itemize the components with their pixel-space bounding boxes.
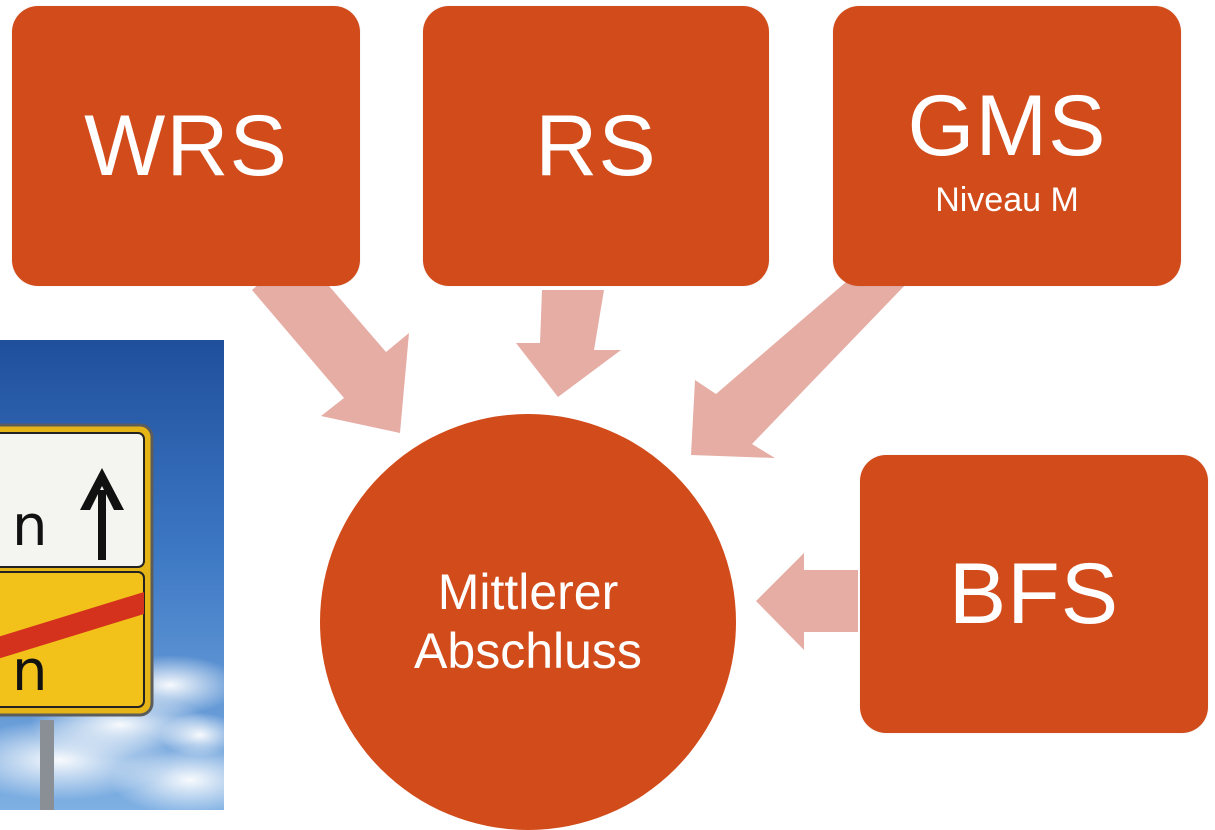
road-sign-illustration: n n [0, 340, 224, 810]
svg-text:n: n [12, 494, 48, 559]
arrows-layer [252, 250, 908, 650]
target-circle: Mittlerer Abschluss [320, 414, 736, 830]
rs-label: RS [535, 98, 657, 194]
gms-sublabel: Niveau M [935, 181, 1079, 219]
bfs-label: BFS [948, 546, 1120, 642]
source-box-bfs: BFS [860, 455, 1208, 733]
arrow-wrs-to-circle [252, 250, 409, 433]
arrow-bfs-to-circle [756, 553, 858, 650]
source-box-rs: RS [423, 6, 769, 286]
gms-label: GMS [907, 78, 1107, 174]
arrow-rs-to-circle [516, 290, 621, 397]
target-label-line1: Mittlerer [437, 564, 619, 620]
road-sign-photo: n n [0, 340, 224, 810]
source-box-gms: GMS Niveau M [833, 6, 1181, 286]
wrs-label: WRS [84, 98, 288, 194]
arrow-gms-to-circle [691, 282, 908, 458]
source-box-wrs: WRS [12, 6, 360, 286]
target-label-line2: Abschluss [414, 623, 642, 679]
